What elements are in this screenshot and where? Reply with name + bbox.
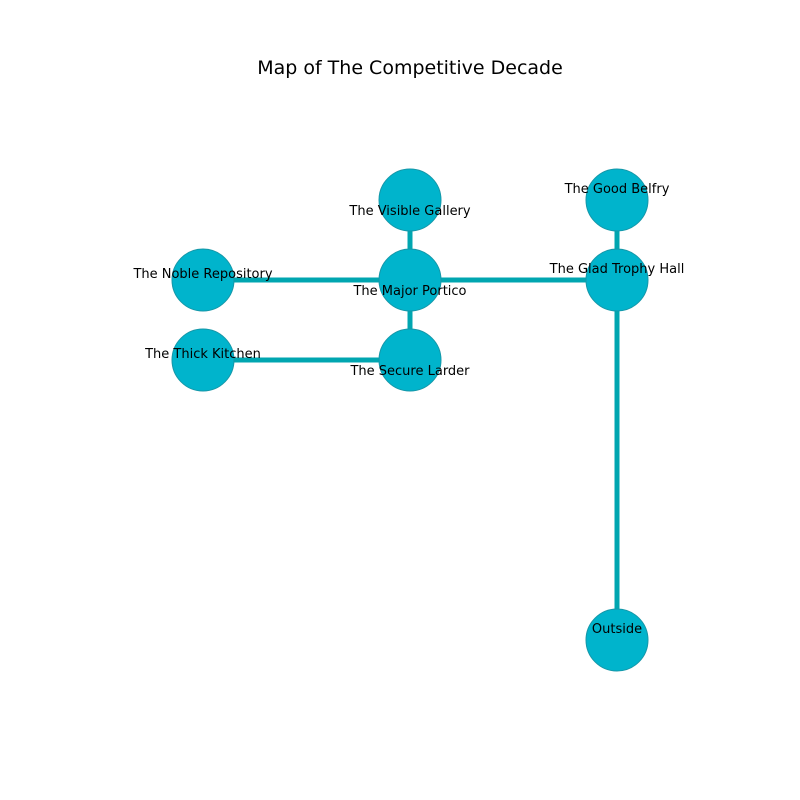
room-nodes [171, 168, 649, 672]
room-node-secure-larder [378, 328, 442, 392]
room-label-glad-trophy-hall: The Glad Trophy Hall [549, 262, 685, 277]
map-title: Map of The Competitive Decade [257, 57, 563, 79]
room-label-major-portico: The Major Portico [352, 284, 466, 299]
room-node-visible-gallery [378, 168, 442, 232]
room-label-outside: Outside [592, 622, 642, 637]
room-node-noble-repository [171, 248, 235, 312]
room-label-good-belfry: The Good Belfry [564, 182, 670, 197]
room-label-secure-larder: The Secure Larder [349, 364, 470, 379]
room-label-visible-gallery: The Visible Gallery [348, 204, 471, 219]
room-node-major-portico [378, 248, 442, 312]
room-node-good-belfry [585, 168, 649, 232]
room-node-glad-trophy-hall [585, 248, 649, 312]
room-label-noble-repository: The Noble Repository [132, 267, 272, 282]
room-node-outside [585, 608, 649, 672]
room-node-thick-kitchen [171, 328, 235, 392]
room-label-thick-kitchen: The Thick Kitchen [144, 347, 261, 362]
